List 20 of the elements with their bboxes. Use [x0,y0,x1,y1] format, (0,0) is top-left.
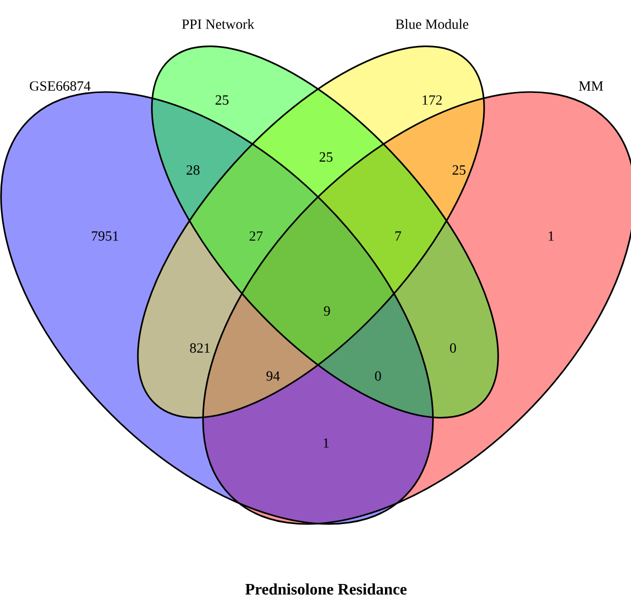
region-count: 7951 [92,231,118,241]
set-label: Blue Module [396,19,468,29]
region-count: 25 [216,95,228,105]
region-count: 172 [422,95,442,105]
region-count: 94 [266,371,280,381]
region-count: 7 [395,231,402,241]
region-count: 25 [452,165,466,175]
set-label: PPI Network [182,19,254,29]
region-count: 25 [320,152,332,162]
region-count: 27 [250,231,263,241]
caption: Prednisolone Residance [245,583,407,595]
region-count: 28 [186,165,200,175]
region-count: 821 [190,343,210,353]
region-count: 0 [450,343,456,353]
set-label: GSE66874 [30,81,91,91]
set-label: MM [578,81,604,91]
region-count: 9 [324,306,330,316]
region-count: 1 [324,438,329,448]
region-count: 1 [548,231,554,241]
region-count: 0 [375,371,381,381]
